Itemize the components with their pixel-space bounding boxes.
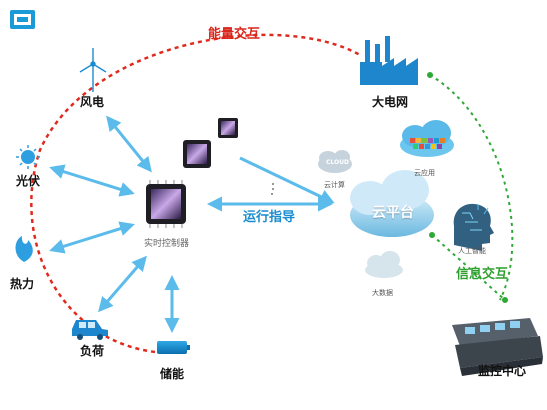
monitor-label: 监控中心: [478, 364, 527, 378]
operation-guide-label: 运行指导: [243, 210, 296, 225]
cloud-app-icon: [400, 120, 454, 157]
cloud-icon: [350, 170, 434, 237]
company-logo: [10, 10, 35, 29]
ai-label: 人工智能: [458, 247, 486, 255]
arrow-load: [98, 255, 147, 313]
arrow-thermal: [49, 221, 135, 254]
battery-icon: [157, 341, 190, 354]
storage-label: 储能: [160, 367, 185, 381]
big-data-icon: [365, 251, 403, 278]
cloud-platform-label: 云平台: [372, 205, 414, 221]
grid-label: 大电网: [372, 95, 409, 109]
energy-exchange-label: 能量交互: [208, 27, 261, 42]
chip-icon: [146, 180, 186, 228]
cloud-computing-label: 云计算: [324, 181, 345, 189]
info-exchange-label: 信息交互: [456, 267, 509, 282]
info-exchange-line-1: [429, 74, 514, 301]
thermal-label: 热力: [10, 277, 35, 291]
info-exchange-line-2: [431, 234, 506, 301]
arrow-wind: [106, 115, 152, 173]
energy-exchange-line: [30, 33, 361, 354]
chip-icon-small-1: [183, 140, 211, 168]
car-icon: [72, 320, 108, 340]
cloud-computing-icon: [318, 150, 352, 173]
chip-icon-small-2: [218, 118, 238, 138]
arrow-upper-chip: [239, 156, 335, 204]
wind-label: 风电: [80, 95, 105, 109]
cloud-badge-label: CLOUD: [326, 159, 349, 166]
sun-icon: [16, 145, 40, 169]
flame-icon: [15, 236, 33, 262]
cloud-app-label: 云应用: [414, 169, 435, 177]
factory-icon: [360, 36, 418, 85]
connection-arrows: [49, 115, 335, 333]
load-label: 负荷: [80, 344, 105, 358]
controller-label: 实时控制器: [144, 239, 190, 249]
big-data-label: 大数据: [372, 289, 393, 297]
solar-label: 光伏: [16, 174, 41, 188]
wind-turbine-icon: [79, 48, 107, 92]
ellipsis-dots: [271, 183, 274, 195]
arrow-solar: [49, 164, 135, 197]
control-room-icon: [452, 318, 543, 376]
head-icon: [453, 203, 494, 251]
